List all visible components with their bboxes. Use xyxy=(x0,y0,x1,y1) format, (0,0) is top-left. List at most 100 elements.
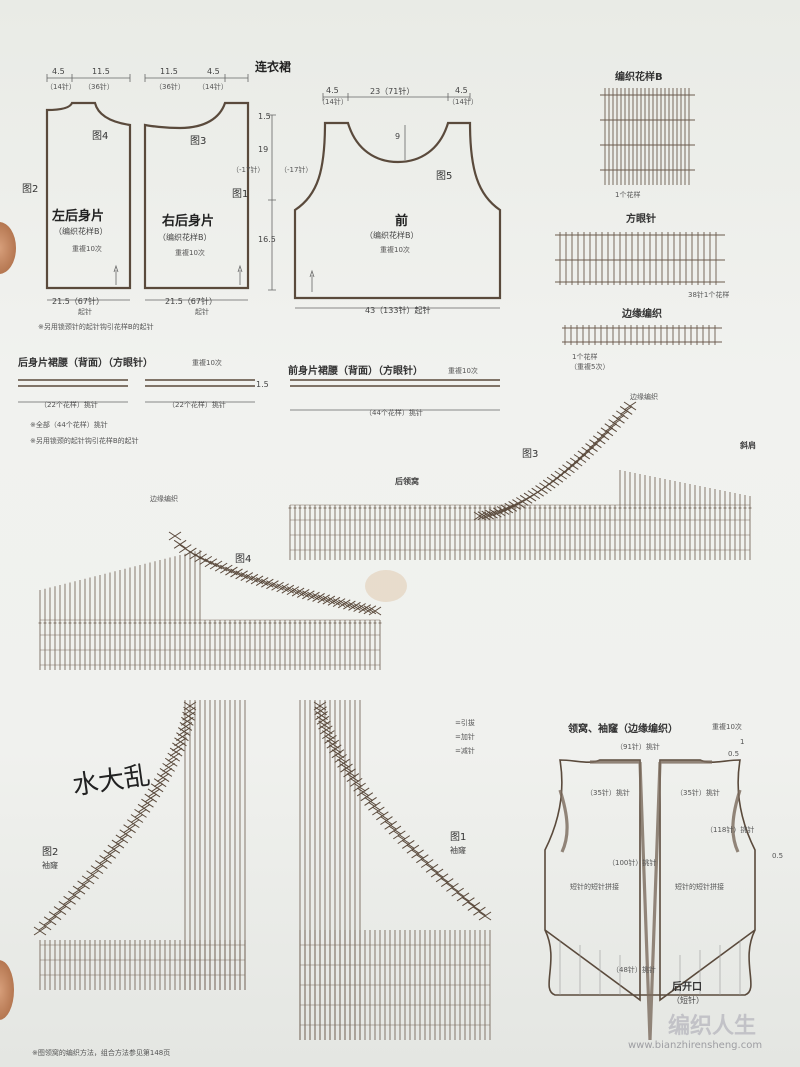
rb-pattern: （编织花样B） xyxy=(158,233,212,242)
fr-base: 重複10次 xyxy=(380,246,410,254)
left-back-outline xyxy=(45,101,132,290)
rb-name: 右后身片 xyxy=(162,214,215,229)
finishing-center: （91针）挑针 xyxy=(616,743,660,751)
lb-dim-1: 4.5 xyxy=(52,67,65,76)
note-1: ※另用锁颈针的起针钩引花样B的起针 xyxy=(38,323,154,331)
swatch-sq-rep: 38针1个花样 xyxy=(688,291,730,299)
fig1-side-label: 图1 xyxy=(232,189,249,200)
waist-back-rep1: （22个花样）挑针 xyxy=(40,401,98,409)
chart-fig1-sub: 袖窿 xyxy=(450,846,466,855)
fr-fig-label: 图5 xyxy=(436,171,453,182)
swatch-b-title: 编织花样B xyxy=(615,72,663,83)
lb-base: 重複10次 xyxy=(72,245,102,253)
stitch-charts xyxy=(33,401,752,1040)
legend-1: =引拔 xyxy=(455,719,475,727)
swatch-b-rep: 1个花样 xyxy=(615,191,641,199)
finishing-d1: 0.5 xyxy=(728,750,740,758)
finishing-back-open-sub: （短针） xyxy=(672,996,704,1005)
lb-dim-2: 11.5 xyxy=(92,67,110,76)
fr-st-2: （14针） xyxy=(448,98,478,106)
finishing-title: 领窝、袖窿（边缘编织） xyxy=(568,724,678,735)
side-dim-2: 19 xyxy=(258,145,269,154)
finishing-r-lbl: 短针的短针拼接 xyxy=(675,883,724,891)
rb-bottom: 21.5（67针） xyxy=(165,297,217,306)
rb-fig-label: 图3 xyxy=(190,136,207,147)
waist-back-rep2: （22个花样）挑针 xyxy=(168,401,226,409)
page-title: 连衣裙 xyxy=(255,60,292,74)
waist-back-total: ※全部（44个花样）挑针 xyxy=(30,421,108,429)
legend-3: =减针 xyxy=(455,747,475,755)
waistband-bars xyxy=(18,379,500,387)
waist-back-note: ※另用锁颈的起针钩引花样B的起针 xyxy=(30,437,139,445)
rb-st-2: （14针） xyxy=(198,83,228,91)
finishing-base: 重複10次 xyxy=(712,723,742,731)
piece-outlines xyxy=(45,101,502,300)
watermark-url: www.bianzhirensheng.com xyxy=(628,1040,763,1051)
side-dim-1: 1.5 xyxy=(258,112,271,121)
swatch-edge-rep1: 1个花样 xyxy=(572,353,598,361)
chart-fig2-label: 图2 xyxy=(42,847,59,858)
waist-front-title: 前身片裙腰（背面）（方眼针） xyxy=(288,366,423,377)
lb-fig-label: 图4 xyxy=(92,131,109,142)
waist-back-title: 后身片裙腰（背面）（方眼针） xyxy=(18,358,153,369)
side-st-2: （-17针） xyxy=(280,166,313,174)
swatch-edge-rep2: （重複5次） xyxy=(570,363,610,371)
finger-bottom xyxy=(0,960,14,1020)
finishing-l-lbl: 短针的短针拼接 xyxy=(570,883,619,891)
rb-dim-2: 4.5 xyxy=(207,67,220,76)
finishing-l-neck: （35针）挑针 xyxy=(586,789,630,797)
finishing-bottom: （48针）挑针 xyxy=(612,966,656,974)
chart-fig3-side: 斜肩 xyxy=(740,441,756,450)
fr-dim-3: 4.5 xyxy=(455,86,468,95)
fr-neck-dim: 9 xyxy=(395,132,401,141)
stain xyxy=(365,570,407,602)
fig2-side-label: 图2 xyxy=(22,184,39,195)
finishing-center-v: （100针）挑针 xyxy=(608,859,657,867)
swatch-edge-title: 边缘编织 xyxy=(622,309,662,320)
waist-height: 1.5 xyxy=(256,380,269,389)
finishing-armhole: （118针）挑针 xyxy=(706,826,755,834)
lb-name: 左后身片 xyxy=(52,209,105,224)
chart-fig1-label: 图1 xyxy=(450,832,467,843)
chart-fig4-edge: 边缘编织 xyxy=(150,495,178,503)
chart-back-neck: 后领窝 xyxy=(395,477,419,486)
legend-2: =加针 xyxy=(455,733,475,741)
chart-fig2-sub: 袖窿 xyxy=(42,861,58,870)
side-dim-3: 16.5 xyxy=(258,235,276,244)
waist-back-base: 重複10次 xyxy=(192,359,222,367)
finishing-d3: 0.5 xyxy=(772,852,784,860)
right-back-outline xyxy=(143,101,250,290)
front-outline xyxy=(293,121,502,300)
rb-dim-1: 11.5 xyxy=(160,67,178,76)
swatch-sq-title: 方眼针 xyxy=(626,214,656,225)
chart-fig3-label: 图3 xyxy=(522,449,539,460)
fr-st-1: （14针） xyxy=(318,98,348,106)
waist-front-rep: （44个花样）挑针 xyxy=(365,409,423,417)
side-st-1: （-17针） xyxy=(232,166,265,174)
lb-st-1: （14针） xyxy=(46,83,76,91)
fr-dim-2: 23（71针） xyxy=(370,87,415,96)
fr-dim-1: 4.5 xyxy=(326,86,339,95)
rb-st-1: （36针） xyxy=(155,83,185,91)
lb-st-2: （36针） xyxy=(84,83,114,91)
dimension-lines xyxy=(46,74,500,309)
finishing-r-neck: （35针）挑针 xyxy=(676,789,720,797)
rb-base: 重複10次 xyxy=(175,249,205,257)
rb-chain: 起针 xyxy=(195,308,209,316)
fr-bottom: 43（133针）起针 xyxy=(365,306,431,315)
lb-pattern: （编织花样B） xyxy=(54,227,108,236)
finishing-d2: 1 xyxy=(740,738,745,746)
waist-front-base: 重複10次 xyxy=(448,367,478,375)
fr-name: 前 xyxy=(395,214,409,229)
lb-chain: 起针 xyxy=(78,308,92,316)
footnote: ※图领窝的编织方法，组合方法参见第148页 xyxy=(32,1049,171,1057)
lb-bottom: 21.5（67针） xyxy=(52,297,104,306)
chart-fig4-label: 图4 xyxy=(235,554,252,565)
fr-pattern: （编织花样B） xyxy=(365,231,419,240)
finishing-schematic xyxy=(544,759,756,1002)
finishing-back-open: 后开口 xyxy=(672,982,702,993)
watermark-site: 编织人生 xyxy=(668,1014,757,1039)
finger-top xyxy=(0,222,16,274)
